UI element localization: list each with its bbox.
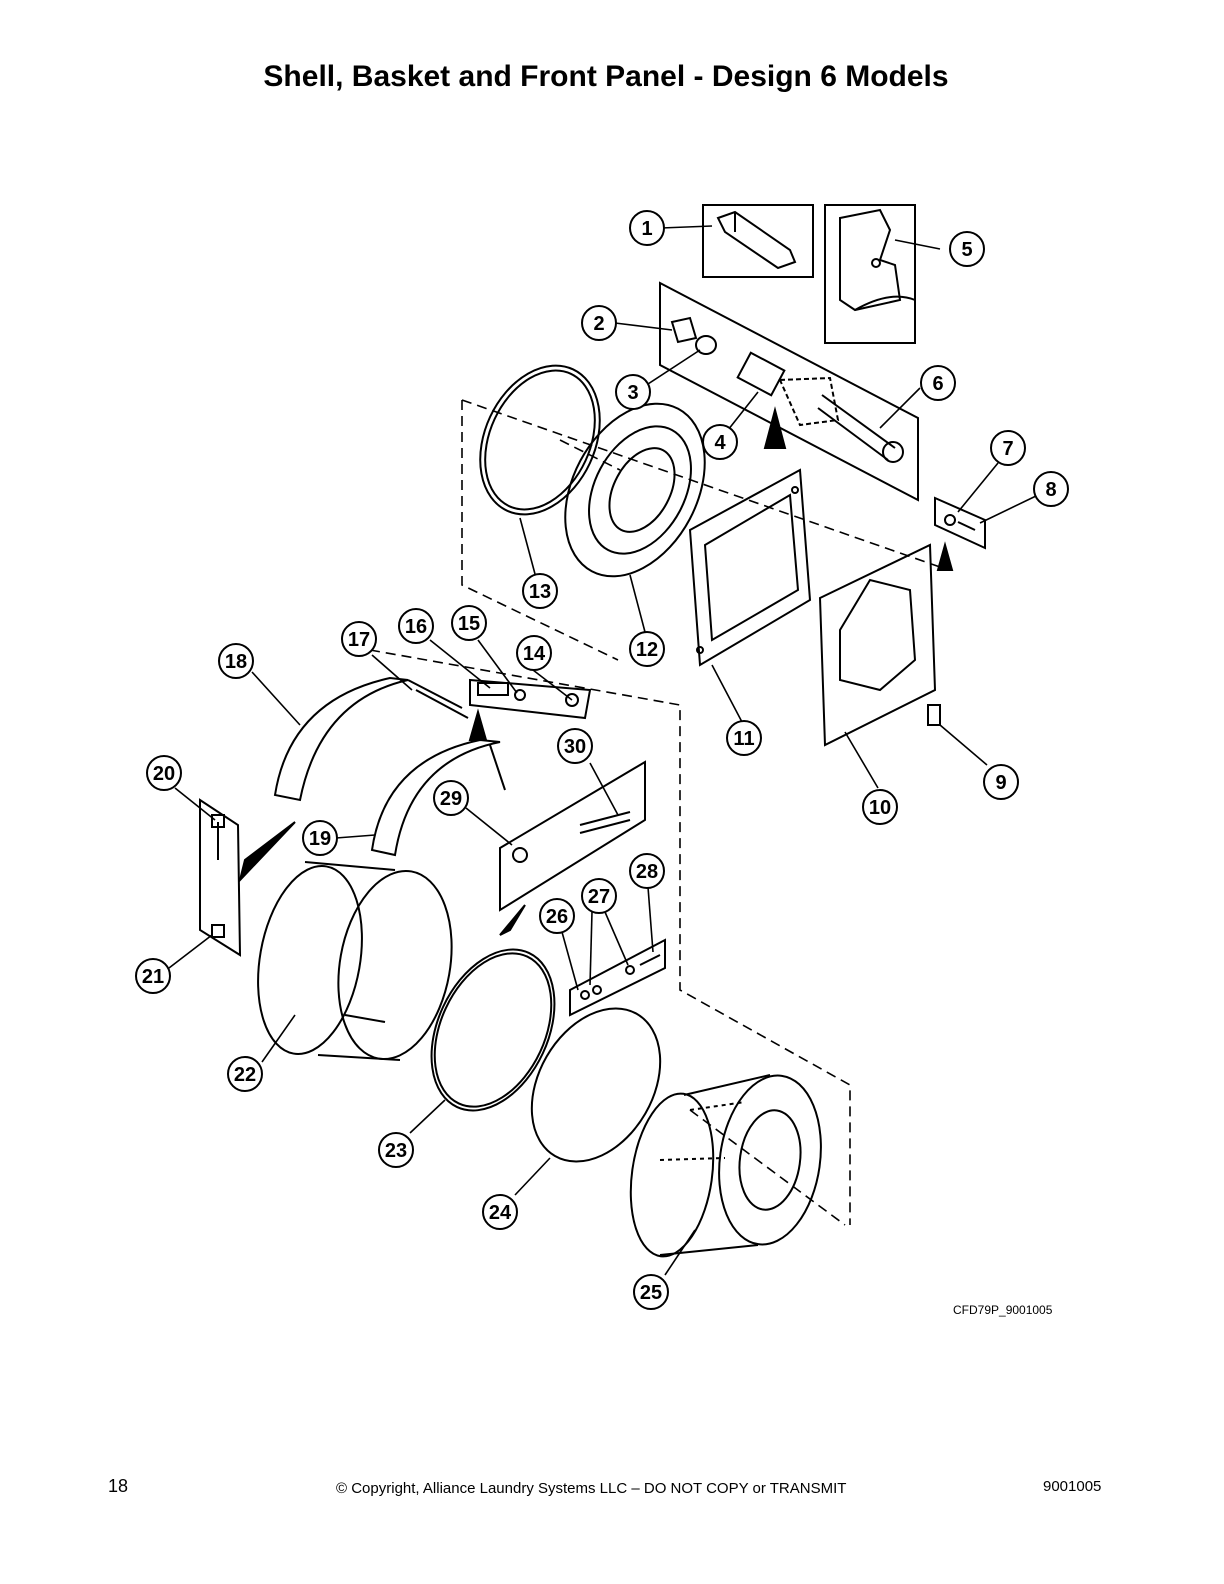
svg-text:3: 3 bbox=[627, 382, 638, 404]
callout-29: 29 bbox=[433, 780, 469, 816]
part-19-band bbox=[370, 738, 506, 857]
svg-text:20: 20 bbox=[153, 763, 175, 785]
callout-27: 27 bbox=[581, 878, 617, 914]
part-29-30-inset bbox=[499, 760, 646, 936]
bolt-inset-panel bbox=[659, 281, 919, 502]
svg-text:28: 28 bbox=[636, 861, 658, 883]
callout-1: 1 bbox=[629, 210, 665, 246]
page-number: 18 bbox=[108, 1476, 129, 1496]
page-title: Shell, Basket and Front Panel - Design 6… bbox=[263, 60, 949, 93]
part-25-basket bbox=[629, 1074, 822, 1258]
svg-text:27: 27 bbox=[588, 886, 610, 908]
svg-text:26: 26 bbox=[546, 906, 568, 928]
part-20-21-inset bbox=[199, 798, 296, 957]
callout-22: 22 bbox=[227, 1056, 263, 1092]
svg-text:4: 4 bbox=[714, 432, 726, 454]
svg-text:29: 29 bbox=[440, 788, 462, 810]
part-23-ring bbox=[430, 948, 556, 1112]
svg-text:24: 24 bbox=[489, 1202, 512, 1224]
callout-12: 12 bbox=[629, 631, 665, 667]
svg-text:13: 13 bbox=[529, 581, 551, 603]
svg-text:8: 8 bbox=[1045, 479, 1056, 501]
svg-text:30: 30 bbox=[564, 736, 586, 758]
part-9-clip bbox=[927, 704, 941, 726]
callout-4: 4 bbox=[702, 424, 738, 460]
part-22-drum bbox=[257, 861, 453, 1061]
callout-3: 3 bbox=[615, 374, 651, 410]
callout-15: 15 bbox=[451, 605, 487, 641]
svg-text:11: 11 bbox=[733, 728, 754, 750]
callout-7: 7 bbox=[990, 430, 1026, 466]
copyright-notice: © Copyright, Alliance Laundry Systems LL… bbox=[336, 1480, 847, 1497]
callout-20: 20 bbox=[146, 755, 182, 791]
callout-10: 10 bbox=[862, 789, 898, 825]
svg-text:12: 12 bbox=[636, 639, 658, 661]
svg-text:19: 19 bbox=[309, 828, 331, 850]
part-26-28-inset bbox=[569, 938, 666, 1017]
callout-8: 8 bbox=[1033, 471, 1069, 507]
svg-text:6: 6 bbox=[932, 373, 943, 395]
part-13-ring bbox=[479, 364, 601, 516]
svg-text:23: 23 bbox=[385, 1140, 407, 1162]
part-1-bracket bbox=[702, 204, 814, 278]
svg-text:15: 15 bbox=[458, 613, 480, 635]
dashed-assembly-lines bbox=[369, 399, 941, 1226]
callout-25: 25 bbox=[633, 1274, 669, 1310]
svg-text:10: 10 bbox=[869, 797, 891, 819]
callout-21: 21 bbox=[135, 958, 171, 994]
svg-text:25: 25 bbox=[640, 1282, 662, 1304]
callout-28: 28 bbox=[629, 853, 665, 889]
callout-18: 18 bbox=[218, 643, 254, 679]
part-24-ring bbox=[530, 1007, 662, 1163]
callout-9: 9 bbox=[983, 764, 1019, 800]
part-18-band bbox=[273, 676, 469, 802]
svg-text:17: 17 bbox=[348, 629, 370, 651]
callout-5: 5 bbox=[949, 231, 985, 267]
part-10-panel bbox=[818, 543, 937, 747]
part-5-bracket bbox=[824, 204, 916, 344]
part-callouts: 1 2 3 4 5 6 7 8 9 10 11 12 13 14 15 16 1… bbox=[135, 210, 1069, 1310]
callout-19: 19 bbox=[302, 820, 338, 856]
callout-2: 2 bbox=[581, 305, 617, 341]
callout-13: 13 bbox=[522, 573, 558, 609]
callout-14: 14 bbox=[516, 635, 552, 671]
svg-text:21: 21 bbox=[142, 966, 164, 988]
callout-26: 26 bbox=[539, 898, 575, 934]
leader-lines bbox=[168, 225, 1037, 1276]
svg-text:14: 14 bbox=[523, 643, 546, 665]
svg-text:1: 1 bbox=[641, 218, 652, 240]
svg-text:16: 16 bbox=[405, 616, 427, 638]
part-7-8-screw-inset bbox=[934, 496, 986, 571]
callout-11: 11 bbox=[726, 720, 762, 756]
svg-text:2: 2 bbox=[593, 313, 604, 335]
callout-6: 6 bbox=[920, 365, 956, 401]
callout-17: 17 bbox=[341, 621, 377, 657]
part-11-frame bbox=[688, 468, 812, 667]
svg-text:7: 7 bbox=[1002, 438, 1013, 460]
svg-text:9: 9 bbox=[995, 772, 1006, 794]
callout-16: 16 bbox=[398, 608, 434, 644]
svg-text:5: 5 bbox=[961, 239, 972, 261]
callout-30: 30 bbox=[557, 728, 593, 764]
svg-text:18: 18 bbox=[225, 651, 247, 673]
part-14-16-inset bbox=[468, 678, 592, 741]
drawing-code: CFD79P_9001005 bbox=[953, 1303, 1053, 1317]
callout-23: 23 bbox=[378, 1132, 414, 1168]
svg-text:22: 22 bbox=[234, 1064, 256, 1086]
callout-24: 24 bbox=[482, 1194, 518, 1230]
part-12-plate bbox=[564, 402, 706, 578]
document-number: 9001005 bbox=[1043, 1478, 1102, 1495]
